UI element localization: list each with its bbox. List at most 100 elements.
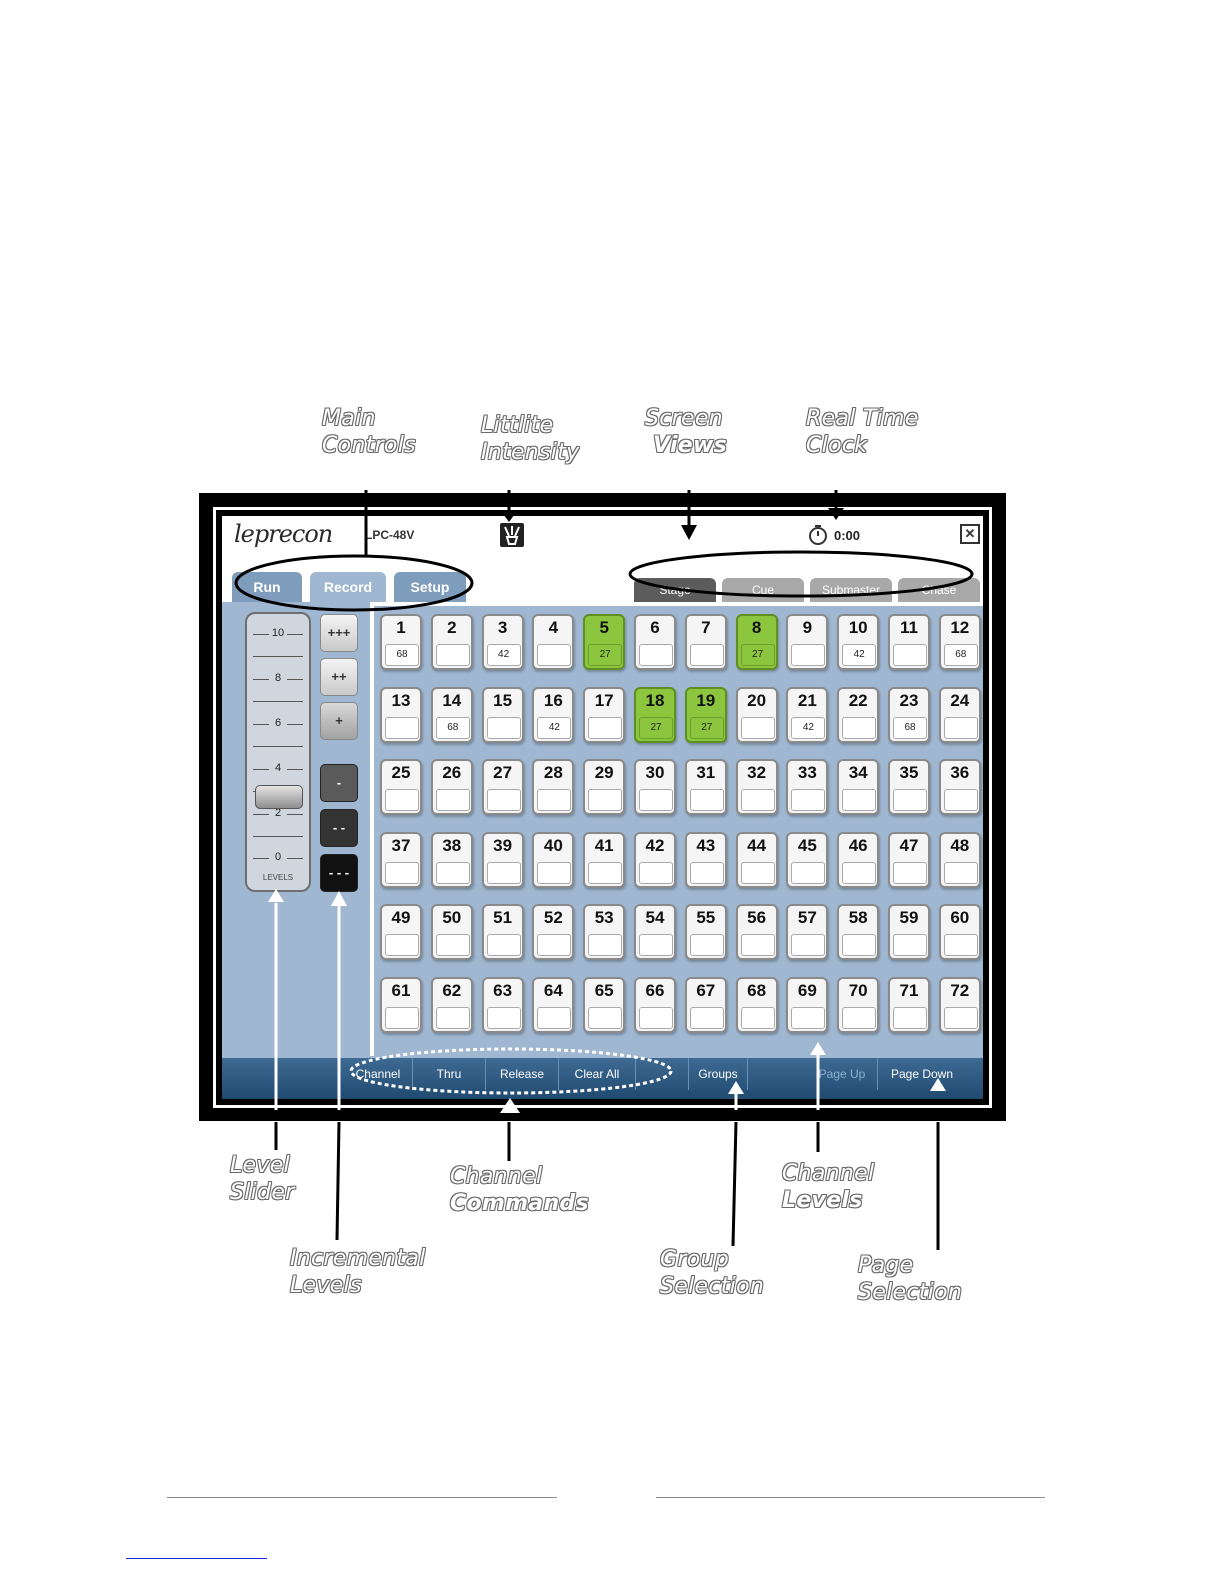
channel-11-button[interactable]: 11: [888, 614, 930, 670]
channel-44-button[interactable]: 44: [735, 831, 778, 888]
page-down-button[interactable]: Page Down: [890, 1067, 954, 1081]
channel-39-button[interactable]: 39: [481, 831, 524, 888]
channel-43-button[interactable]: 43: [684, 831, 727, 888]
channel-72-button[interactable]: 72: [938, 977, 981, 1033]
clear-all-button[interactable]: Clear All: [559, 1058, 636, 1090]
increment-1-button[interactable]: +: [320, 702, 358, 740]
page-up-button[interactable]: Page Up: [807, 1058, 878, 1090]
level-slider[interactable]: 10 8 6 4 2 0 LEVELS: [245, 612, 311, 892]
channel-63-button[interactable]: 63: [481, 977, 524, 1033]
channel-42-button[interactable]: 42: [634, 831, 676, 888]
channel-37-button[interactable]: 37: [380, 831, 422, 888]
channel-47-button[interactable]: 47: [888, 831, 930, 888]
channel-2-button[interactable]: 2: [430, 614, 473, 670]
tab-record[interactable]: Record: [310, 572, 386, 602]
channel-17-button[interactable]: 17: [583, 686, 626, 743]
channel-33-button[interactable]: 33: [786, 759, 829, 816]
groups-button[interactable]: Groups: [688, 1058, 748, 1090]
channel-level: [639, 644, 673, 666]
channel-35-button[interactable]: 35: [888, 759, 930, 816]
channel-49-button[interactable]: 49: [380, 904, 422, 961]
channel-27-button[interactable]: 27: [481, 759, 524, 816]
channel-67-button[interactable]: 67: [684, 977, 727, 1033]
littlite-icon[interactable]: [499, 522, 525, 548]
tab-run[interactable]: Run: [232, 572, 302, 602]
view-tab-cue[interactable]: Cue: [722, 578, 804, 602]
channel-65-button[interactable]: 65: [583, 977, 626, 1033]
channel-38-button[interactable]: 38: [430, 831, 473, 888]
channel-13-button[interactable]: 13: [380, 686, 422, 743]
slider-knob[interactable]: [255, 785, 303, 809]
channel-4-button[interactable]: 4: [532, 614, 575, 670]
channel-7-button[interactable]: 7: [684, 614, 727, 670]
channel-54-button[interactable]: 54: [634, 904, 676, 961]
view-tab-submaster[interactable]: Submaster: [810, 578, 892, 602]
close-icon[interactable]: ✕: [960, 524, 980, 544]
channel-71-button[interactable]: 71: [888, 977, 930, 1033]
channel-31-button[interactable]: 31: [684, 759, 727, 816]
channel-55-button[interactable]: 55: [684, 904, 727, 961]
channel-26-button[interactable]: 26: [430, 759, 473, 816]
channel-28-button[interactable]: 28: [532, 759, 575, 816]
channel-61-button[interactable]: 61: [380, 977, 422, 1033]
channel-number: 55: [696, 908, 716, 928]
channel-69-button[interactable]: 69: [786, 977, 829, 1033]
channel-56-button[interactable]: 56: [735, 904, 778, 961]
channel-50-button[interactable]: 50: [430, 904, 473, 961]
increment-2-button[interactable]: ++: [320, 658, 358, 696]
channel-70-button[interactable]: 70: [837, 977, 880, 1033]
view-tab-chase[interactable]: Chase: [898, 578, 980, 602]
decrement-3-button[interactable]: - - -: [320, 854, 358, 892]
decrement-2-button[interactable]: - -: [320, 809, 358, 847]
channel-46-button[interactable]: 46: [837, 831, 880, 888]
channel-6-button[interactable]: 6: [634, 614, 676, 670]
channel-62-button[interactable]: 62: [430, 977, 473, 1033]
channel-29-button[interactable]: 29: [583, 759, 626, 816]
channel-45-button[interactable]: 45: [786, 831, 829, 888]
release-button[interactable]: Release: [486, 1058, 559, 1090]
channel-15-button[interactable]: 15: [481, 686, 524, 743]
channel-52-button[interactable]: 52: [532, 904, 575, 961]
channel-51-button[interactable]: 51: [481, 904, 524, 961]
channel-48-button[interactable]: 48: [938, 831, 981, 888]
channel-40-button[interactable]: 40: [532, 831, 575, 888]
channel-24-button[interactable]: 24: [938, 686, 981, 743]
channel-58-button[interactable]: 58: [837, 904, 880, 961]
channel-41-button[interactable]: 41: [583, 831, 626, 888]
channel-level: [385, 789, 419, 812]
channel-button[interactable]: Channel: [344, 1058, 413, 1090]
channel-36-button[interactable]: 36: [938, 759, 981, 816]
increment-3-button[interactable]: +++: [320, 614, 358, 652]
channel-66-button[interactable]: 66: [634, 977, 676, 1033]
channel-20-button[interactable]: 20: [735, 686, 778, 743]
channel-25-button[interactable]: 25: [380, 759, 422, 816]
channel-34-button[interactable]: 34: [837, 759, 880, 816]
channel-32-button[interactable]: 32: [735, 759, 778, 816]
channel-59-button[interactable]: 59: [888, 904, 930, 961]
channel-9-button[interactable]: 9: [786, 614, 829, 670]
decrement-1-button[interactable]: -: [320, 764, 358, 802]
channel-60-button[interactable]: 60: [938, 904, 981, 961]
channel-68-button[interactable]: 68: [735, 977, 778, 1033]
channel-64-button[interactable]: 64: [532, 977, 575, 1033]
thru-button[interactable]: Thru: [413, 1058, 486, 1090]
channel-57-button[interactable]: 57: [786, 904, 829, 961]
view-tab-stage[interactable]: Stage: [634, 578, 716, 602]
tab-setup[interactable]: Setup: [394, 572, 466, 602]
channel-22-button[interactable]: 22: [837, 686, 880, 743]
channel-53-button[interactable]: 53: [583, 904, 626, 961]
channel-30-button[interactable]: 30: [634, 759, 676, 816]
